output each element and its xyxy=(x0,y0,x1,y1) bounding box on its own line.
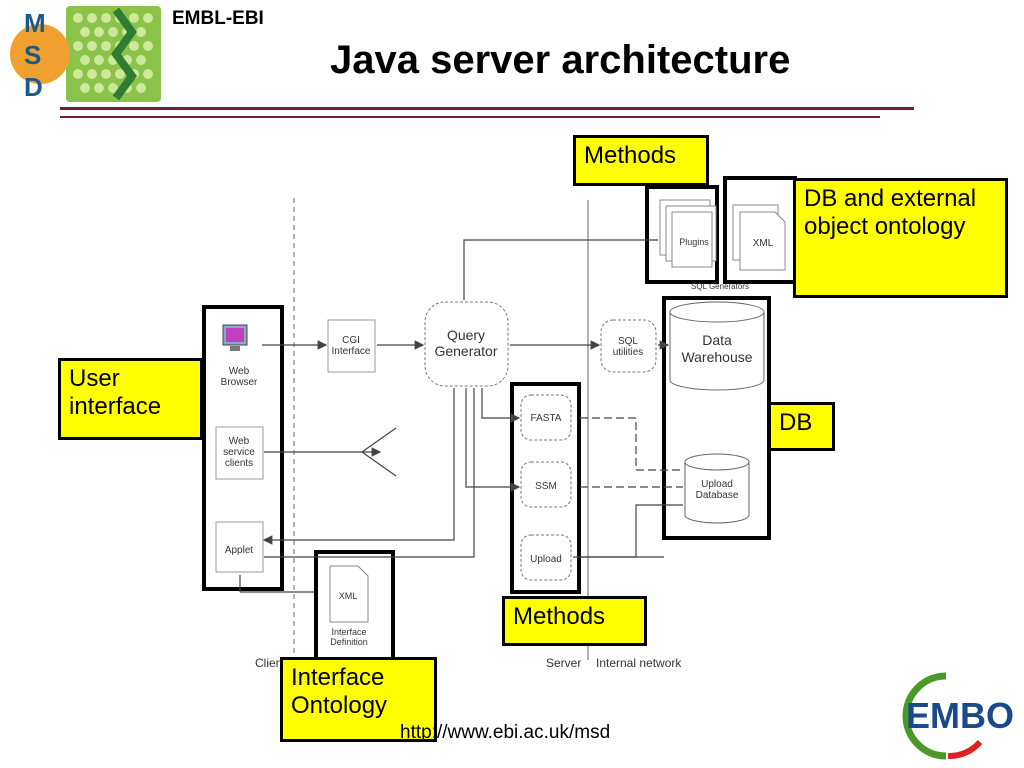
monitor-icon xyxy=(222,324,248,351)
footer-url: http://www.ebi.ac.uk/msd xyxy=(400,722,611,743)
msd-logo: M S D xyxy=(10,6,161,102)
plugins-stack xyxy=(659,199,717,268)
logo-letter-s: S xyxy=(24,40,41,70)
page-title: Java server architecture xyxy=(330,38,791,82)
callout-methods-top: Methods xyxy=(573,135,709,186)
callout-db-ontology: DB and external object ontology xyxy=(793,178,1008,298)
fasta-label: FASTA xyxy=(531,413,562,424)
server-label: Server xyxy=(546,656,581,670)
xml-document-stack-icon xyxy=(732,204,786,271)
connector-query-applet xyxy=(262,388,455,545)
query-generator-node xyxy=(424,301,509,387)
connector-fasta-upload-db xyxy=(580,417,683,471)
organization-label: EMBL-EBI xyxy=(172,8,264,29)
logo-hex-pattern xyxy=(73,13,153,93)
logo-orange-circle xyxy=(10,24,70,84)
header-rule-bottom xyxy=(60,116,880,118)
client-label: Client xyxy=(255,656,286,670)
applet-box xyxy=(215,521,264,573)
logo-letter-d: D xyxy=(24,72,43,102)
data-warehouse-cylinder xyxy=(669,301,765,391)
logo-letter-m: M xyxy=(24,8,46,38)
callout-interface-ontology: Interface Ontology xyxy=(280,657,437,742)
xml-doc-label: XML xyxy=(753,238,774,249)
connector-query-plugins xyxy=(463,239,658,300)
embo-logo-arc-red xyxy=(947,739,983,760)
web-service-clients-box xyxy=(215,426,264,480)
cgi-interface-box xyxy=(327,319,376,373)
callout-methods-bottom: Methods xyxy=(502,596,647,646)
connector-query-fasta xyxy=(481,388,521,423)
plugins-label: Plugins xyxy=(679,237,709,247)
internal-network-label: Internal network xyxy=(596,656,682,670)
connector-query-ssm xyxy=(465,388,521,492)
header-rule-top xyxy=(60,107,914,110)
upload-node xyxy=(520,534,572,581)
connector-query-upload xyxy=(264,388,475,558)
sql-utilities-node xyxy=(600,319,657,373)
connector-upload-db xyxy=(580,504,683,558)
user-interface-frame xyxy=(202,305,284,591)
embo-logo-text: EMBO xyxy=(906,695,1014,736)
connectors xyxy=(239,239,683,593)
upload-database-cylinder xyxy=(684,453,750,524)
xml-interface-doc-label: XML xyxy=(339,591,358,601)
methods-top-frame xyxy=(645,185,719,284)
embo-logo: EMBO xyxy=(902,672,1014,760)
upload-label: Upload xyxy=(530,554,562,565)
xml-interface-doc-icon xyxy=(329,565,369,623)
sql-generators-label: SQL Generators xyxy=(691,282,749,291)
embo-logo-arc-green xyxy=(902,672,947,760)
applet-label: Applet xyxy=(225,545,254,556)
fasta-node xyxy=(520,394,572,441)
ssm-label: SSM xyxy=(535,481,557,492)
callout-user-interface: User interface xyxy=(58,358,203,440)
callout-db: DB xyxy=(768,402,835,451)
logo-helix xyxy=(111,7,137,101)
ssm-node xyxy=(520,461,572,508)
connector-webservice-fork xyxy=(360,427,397,477)
